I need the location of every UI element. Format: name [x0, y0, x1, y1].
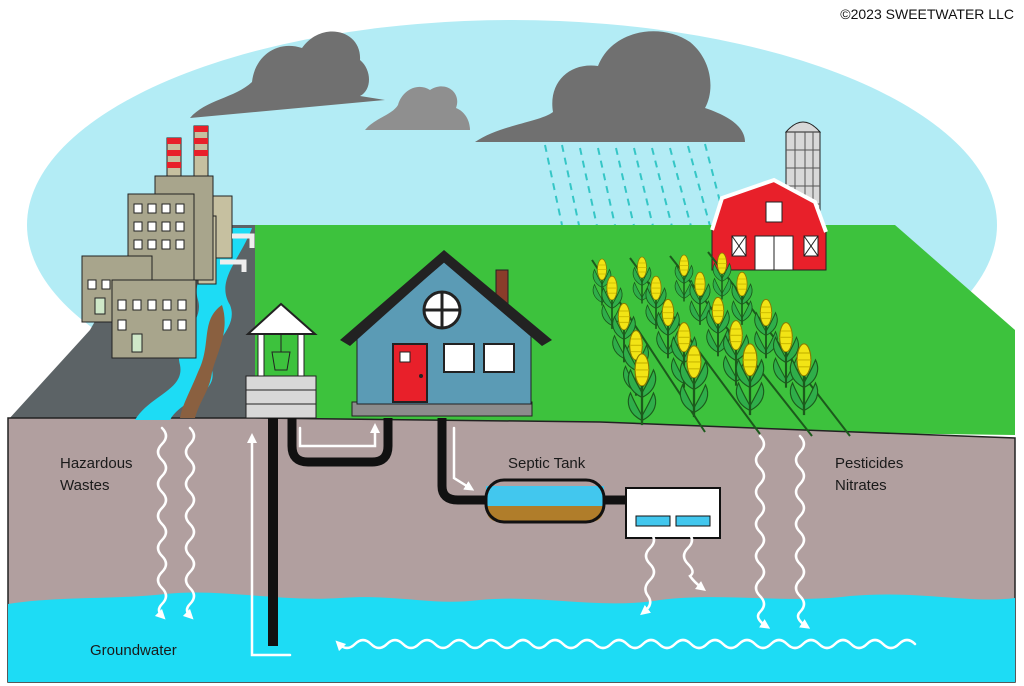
pesticides-nitrates-label: Pesticides Nitrates — [835, 453, 903, 497]
flow-arrow-icon — [154, 423, 917, 657]
hazardous-wastes-label: Hazardous Wastes — [60, 453, 133, 497]
corn-icon — [592, 258, 612, 306]
corn-icon — [627, 353, 657, 426]
septic-tank-label: Septic Tank — [508, 455, 586, 472]
corn-icon — [656, 298, 680, 359]
cloud-icon — [365, 86, 470, 130]
cloud-icon — [190, 31, 385, 118]
corn-icon — [689, 271, 711, 325]
corn-icon — [731, 271, 753, 325]
copyright-text: ©2023 SWEETWATER LLC — [840, 6, 1014, 22]
corn-icon — [645, 275, 667, 329]
sewer-pipe — [437, 418, 488, 505]
corn-icon — [789, 343, 819, 416]
corn-icon — [754, 298, 778, 359]
corn-icon — [632, 256, 652, 304]
corn-field — [592, 252, 819, 426]
well-icon — [245, 302, 318, 419]
corn-icon — [773, 322, 799, 388]
house-supply-pipe — [287, 418, 393, 467]
factory-icon — [81, 125, 255, 359]
drain-field-icon — [625, 487, 721, 539]
well-pipe — [268, 418, 278, 646]
corn-icon — [735, 343, 765, 416]
hazardous-label-line1: Hazardous — [60, 455, 133, 472]
corn-icon — [712, 252, 732, 300]
corn-icon — [679, 345, 709, 418]
cloud-icon — [475, 31, 745, 142]
hazardous-label-line2: Wastes — [60, 477, 110, 494]
house-icon — [340, 250, 552, 417]
corn-icon — [601, 275, 623, 329]
septic-tank-icon — [484, 478, 606, 524]
pesticides-label: Pesticides — [835, 455, 904, 472]
barn-icon — [710, 177, 828, 271]
corn-icon — [674, 254, 694, 302]
groundwater-layer — [8, 592, 1015, 682]
nitrates-label: Nitrates — [835, 477, 887, 494]
groundwater-label: Groundwater — [90, 642, 177, 659]
